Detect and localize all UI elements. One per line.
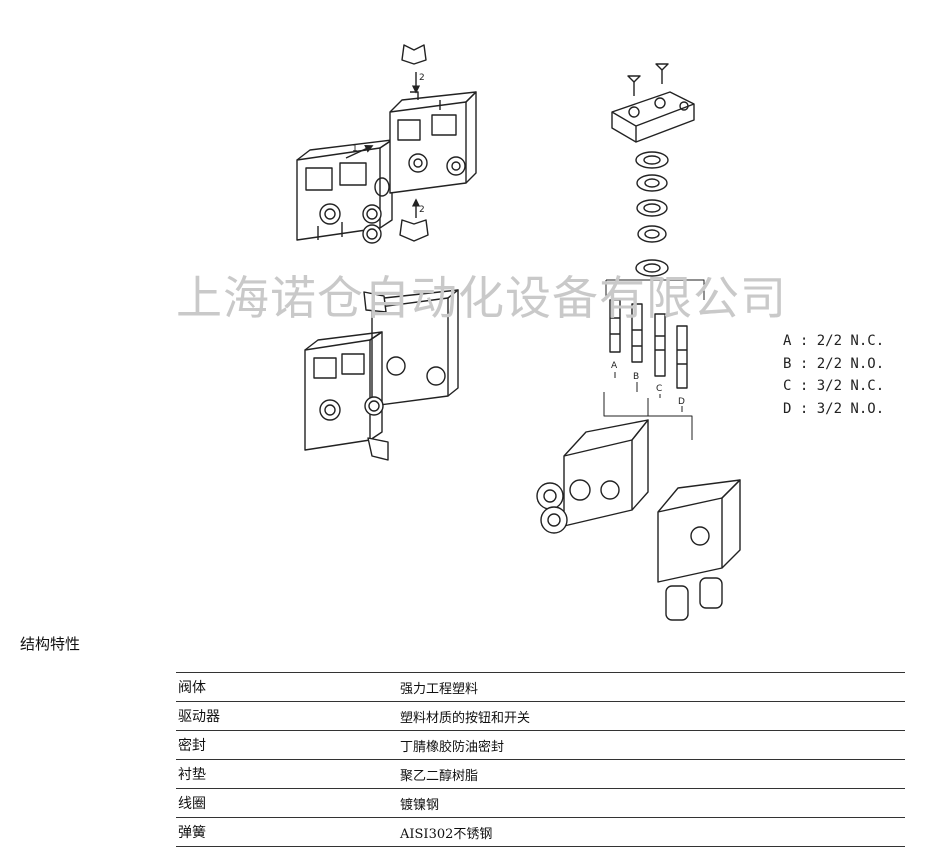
screw-1 <box>627 75 641 96</box>
pin-label-a: A <box>611 361 618 371</box>
spec-key: 线圈 <box>176 788 398 818</box>
spec-value: 强力工程塑料 <box>398 672 905 702</box>
arrow-label-1: 1 <box>352 144 358 154</box>
spec-key: 驱动器 <box>176 701 398 731</box>
valve-body-left-3 <box>304 331 384 451</box>
actuator-button-bottom <box>399 219 429 242</box>
valve-body-left-1 <box>296 139 393 244</box>
pin-B <box>631 303 643 363</box>
valve-body-right-1 <box>389 91 477 194</box>
table-row: 阀体 强力工程塑料 <box>176 672 905 702</box>
spec-value: AISI302不锈钢 <box>398 817 905 847</box>
pin-D <box>676 325 688 389</box>
legend-item-b: B : 2/2 N.O. <box>783 355 885 372</box>
spec-key: 阀体 <box>176 672 398 702</box>
legend-item-c: C : 3/2 N.C. <box>783 378 885 394</box>
valve-function-legend: A : 2/2 N.C. B : 2/2 N.O. C : 3/2 N.C. D : … <box>783 330 884 420</box>
watermark: 上海诺仓自动化设备有限公司 <box>176 271 787 325</box>
spec-value: 塑料材质的按钮和开关 <box>398 701 905 731</box>
pin-label-b: B <box>633 372 639 382</box>
table-row: 线圈 镀镍钢 <box>176 788 905 818</box>
cover-plate <box>611 91 695 143</box>
spec-key: 衬垫 <box>176 759 398 789</box>
table-row: 驱动器 塑料材质的按钮和开关 <box>176 701 905 731</box>
spec-value: 镀镍钢 <box>398 788 905 818</box>
arrow-label-2-top: 2 <box>419 73 425 83</box>
table-row: 衬垫 聚乙二醇树脂 <box>176 759 905 789</box>
pin-label-c: C <box>656 384 662 394</box>
valve-body-bottom-2 <box>657 479 741 621</box>
spec-value: 聚乙二醇树脂 <box>398 759 905 789</box>
spec-key: 密封 <box>176 730 398 760</box>
pin-C <box>654 313 666 377</box>
table-row: 密封 丁腈橡胶防油密封 <box>176 730 905 760</box>
screw-2 <box>655 63 669 84</box>
arrow-label-2-bottom: 2 <box>419 205 425 215</box>
valve-body-bottom-1 <box>536 419 649 534</box>
legend-item-a: A : 2/2 N.C. <box>783 333 885 349</box>
spec-table: 阀体 强力工程塑料 驱动器 塑料材质的按钮和开关 密封 丁腈橡胶防油密封 衬垫 … <box>176 672 905 847</box>
exploded-assembly-drawing: 1 2 2 A B C D <box>296 44 741 621</box>
spec-value: 丁腈橡胶防油密封 <box>398 730 905 760</box>
section-title: 结构特性 <box>20 635 81 653</box>
spec-key: 弹簧 <box>176 817 398 847</box>
pin-label-d: D <box>678 397 685 407</box>
table-row: 弹簧 AISI302不锈钢 <box>176 817 905 847</box>
pin-A <box>609 299 621 353</box>
o-ring <box>374 177 390 197</box>
legend-item-d: D : 3/2 N.O. <box>783 400 885 417</box>
actuator-button-top <box>401 44 427 65</box>
seal-stack <box>635 151 669 277</box>
